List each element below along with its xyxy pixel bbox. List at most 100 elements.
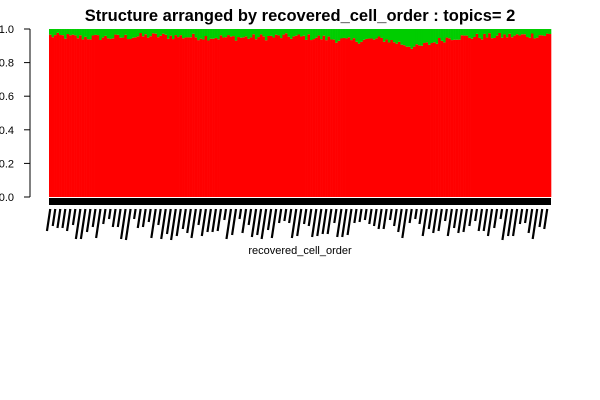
topic2-bar bbox=[192, 29, 195, 34]
topic1-bar bbox=[478, 37, 482, 197]
cell-label bbox=[270, 208, 278, 239]
topic2-bar bbox=[530, 29, 534, 34]
cell-label bbox=[56, 208, 62, 229]
topic2-bar bbox=[126, 29, 130, 40]
topic2-bar bbox=[81, 29, 85, 40]
topic1-bar bbox=[204, 36, 208, 197]
topic1-bar bbox=[420, 45, 424, 197]
topic1-bar bbox=[91, 35, 95, 197]
topic2-bar bbox=[292, 29, 296, 37]
topic2-bar bbox=[525, 29, 529, 37]
topic2-bar bbox=[289, 29, 293, 39]
topic1-bar bbox=[440, 40, 444, 198]
topic2-bar bbox=[370, 29, 374, 39]
cell-label bbox=[311, 208, 318, 238]
topic2-bar bbox=[254, 29, 258, 40]
topic2-bar bbox=[327, 29, 331, 37]
cell-label bbox=[124, 208, 132, 241]
topic2-bar bbox=[483, 29, 487, 34]
topic2-bar bbox=[498, 29, 502, 33]
topic2-bar bbox=[234, 29, 238, 41]
cell-label bbox=[457, 208, 463, 234]
topic1-bar bbox=[131, 37, 135, 198]
topic2-bar bbox=[430, 29, 434, 44]
cell-label bbox=[341, 208, 348, 238]
topic2-bar bbox=[149, 29, 153, 37]
topic2-bar bbox=[232, 29, 236, 37]
topic1-bar bbox=[385, 39, 389, 198]
topic1-bar bbox=[109, 38, 113, 197]
topic1-bar bbox=[192, 33, 195, 197]
cell-label bbox=[116, 208, 122, 228]
topic1-bar bbox=[498, 32, 502, 198]
topic1-bar bbox=[187, 37, 190, 197]
topic2-bar bbox=[109, 29, 113, 39]
topic1-bar bbox=[347, 37, 351, 197]
topic2-bar bbox=[96, 29, 100, 36]
topic2-bar bbox=[302, 29, 306, 36]
topic2-bar bbox=[164, 29, 168, 35]
topic2-bar bbox=[124, 29, 128, 35]
topic2-bar bbox=[332, 29, 336, 40]
topic1-bar bbox=[458, 39, 461, 197]
topic1-bar bbox=[294, 35, 298, 197]
topic1-bar bbox=[149, 36, 153, 197]
topic2-bar bbox=[159, 29, 163, 36]
topic2-bar bbox=[518, 29, 522, 36]
topic2-bar bbox=[136, 29, 140, 37]
topic2-bar bbox=[347, 29, 351, 38]
topic1-bar bbox=[214, 37, 218, 198]
topic2-bar bbox=[480, 29, 484, 40]
topic1-bar bbox=[194, 37, 198, 198]
topic1-bar bbox=[450, 40, 454, 198]
topic2-bar bbox=[312, 29, 316, 40]
cell-label bbox=[443, 208, 448, 222]
topic1-bar bbox=[264, 40, 268, 198]
topic2-bar bbox=[237, 29, 241, 38]
topic1-bar bbox=[219, 35, 223, 197]
topic2-bar bbox=[310, 29, 313, 41]
y-tick-label: 0.4 bbox=[0, 125, 14, 137]
topic1-bar bbox=[269, 35, 273, 198]
topic1-bar bbox=[169, 35, 173, 197]
topic2-bar bbox=[342, 29, 346, 38]
topic2-bar bbox=[59, 29, 62, 36]
topic2-bar bbox=[475, 29, 479, 34]
cell-label bbox=[474, 208, 479, 222]
cell-label bbox=[486, 208, 494, 237]
cell-label bbox=[397, 208, 403, 233]
topic1-bar bbox=[342, 37, 346, 198]
topic1-bar bbox=[134, 37, 138, 197]
topic1-bar bbox=[508, 33, 512, 197]
topic2-bar bbox=[249, 29, 253, 38]
cell-label bbox=[468, 208, 474, 227]
topic1-bar bbox=[362, 39, 366, 197]
topic1-bar bbox=[229, 36, 233, 197]
y-tick-label: 0.8 bbox=[0, 58, 14, 70]
topic2-bar bbox=[156, 29, 160, 38]
topic2-bar bbox=[182, 29, 185, 39]
topic2-bar bbox=[94, 29, 97, 35]
cell-label bbox=[45, 208, 52, 232]
topic2-bar bbox=[139, 29, 143, 34]
topic1-bar bbox=[222, 37, 225, 197]
topic1-bar bbox=[56, 32, 60, 197]
topic1-bar bbox=[239, 37, 243, 197]
topic2-bar bbox=[74, 29, 77, 36]
topic2-bar bbox=[274, 29, 278, 35]
topic1-bar bbox=[197, 40, 200, 197]
topic1-bar bbox=[332, 39, 336, 197]
topic2-bar bbox=[171, 29, 175, 40]
topic2-bar bbox=[227, 29, 231, 36]
topic2-bar bbox=[385, 29, 389, 40]
cell-label bbox=[250, 208, 258, 238]
cell-label bbox=[493, 208, 499, 229]
topic2-bar bbox=[277, 29, 281, 36]
topic1-bar bbox=[217, 39, 220, 197]
cell-label bbox=[518, 208, 524, 225]
topic1-bar bbox=[355, 41, 359, 198]
topic2-bar bbox=[305, 29, 308, 40]
topic2-bar bbox=[465, 29, 469, 36]
topic1-bar bbox=[422, 42, 426, 198]
